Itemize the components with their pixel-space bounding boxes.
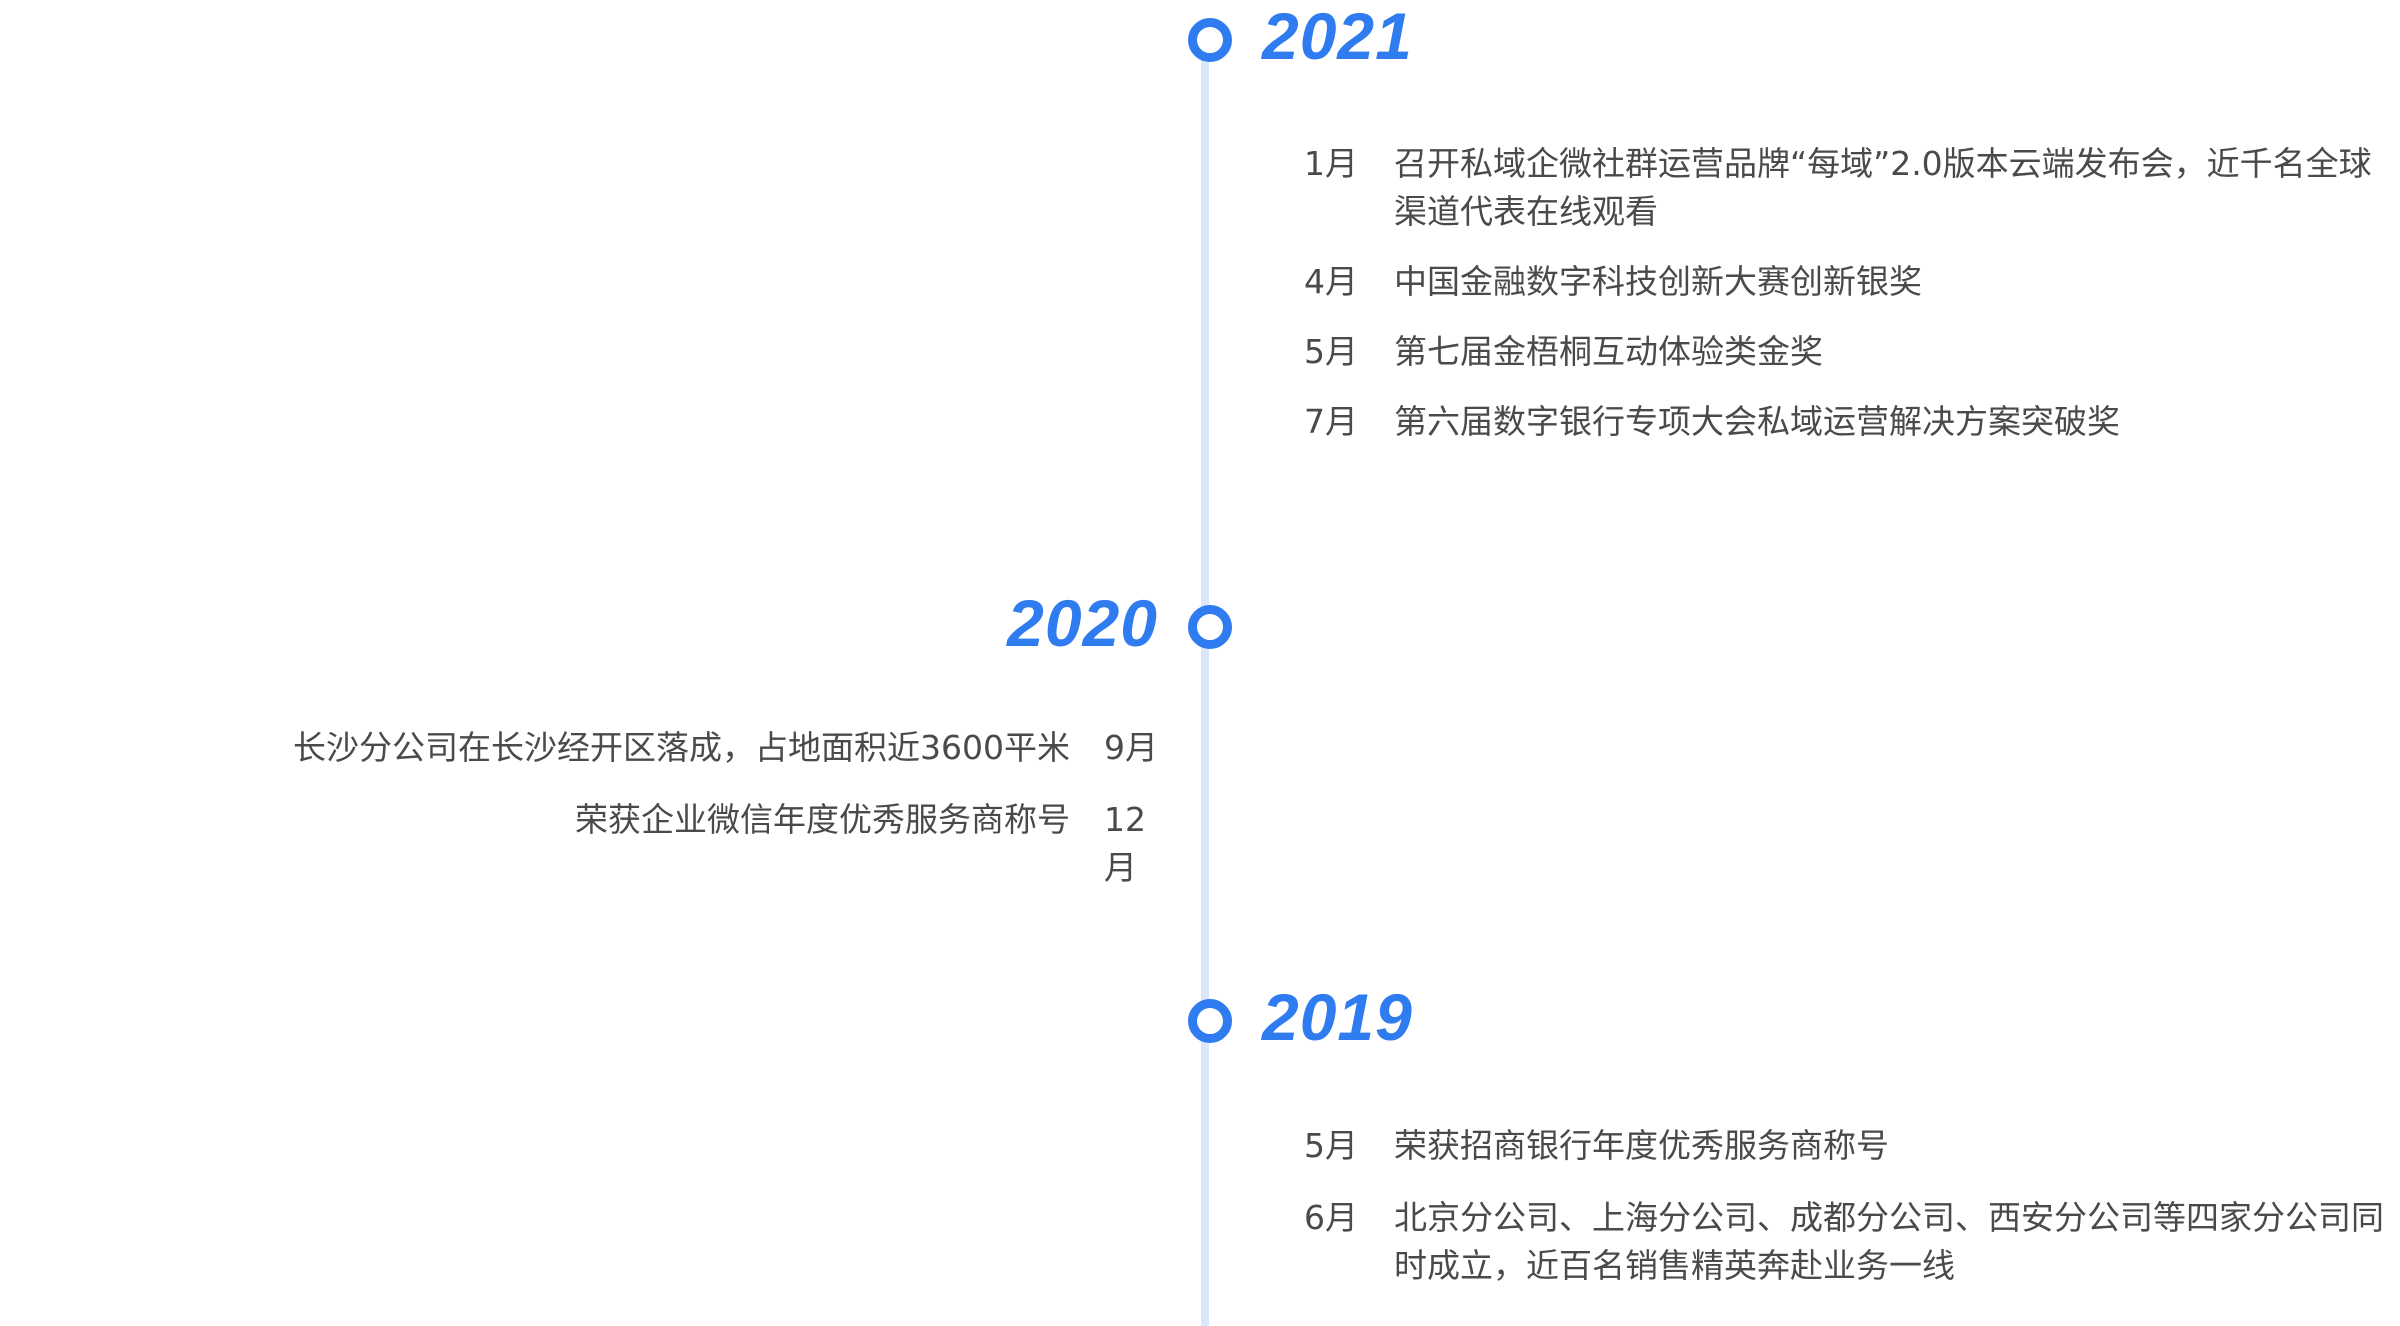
event-2021-may: 5月 第七届金梧桐互动体验类金奖 [1304, 328, 2384, 376]
event-2020-dec: 荣获企业微信年度优秀服务商称号 12月 [575, 796, 1146, 892]
timeline-node-2020 [1188, 605, 1232, 649]
event-text: 北京分公司、上海分公司、成都分公司、西安分公司等四家分公司同时成立，近百名销售精… [1394, 1198, 2384, 1285]
event-month: 9月 [1104, 728, 1158, 767]
event-2020-sep: 长沙分公司在长沙经开区落成，占地面积近3600平米 9月 [293, 724, 1158, 772]
event-month: 12月 [1104, 800, 1146, 887]
event-2019-may: 5月 荣获招商银行年度优秀服务商称号 [1304, 1122, 2384, 1170]
event-month: 5月 [1304, 332, 1358, 371]
event-month: 5月 [1304, 1126, 1358, 1165]
year-heading-2021: 2021 [1262, 0, 1413, 73]
event-month: 1月 [1304, 144, 1358, 183]
event-2021-jan: 1月 召开私域企微社群运营品牌“每域”2.0版本云端发布会，近千名全球渠道代表在… [1304, 140, 2384, 236]
year-heading-2020: 2020 [1007, 586, 1158, 660]
event-month: 7月 [1304, 402, 1358, 441]
event-text: 第六届数字银行专项大会私域运营解决方案突破奖 [1394, 402, 2120, 441]
event-text: 荣获企业微信年度优秀服务商称号 [575, 800, 1070, 839]
timeline-node-2021 [1188, 18, 1232, 62]
event-text: 召开私域企微社群运营品牌“每域”2.0版本云端发布会，近千名全球渠道代表在线观看 [1394, 144, 2372, 231]
timeline-line [1201, 40, 1209, 1326]
event-2021-apr: 4月 中国金融数字科技创新大赛创新银奖 [1304, 258, 2384, 306]
event-2021-jul: 7月 第六届数字银行专项大会私域运营解决方案突破奖 [1304, 398, 2384, 446]
event-text: 中国金融数字科技创新大赛创新银奖 [1394, 262, 1922, 301]
event-2019-jun: 6月 北京分公司、上海分公司、成都分公司、西安分公司等四家分公司同时成立，近百名… [1304, 1194, 2384, 1290]
year-heading-2019: 2019 [1262, 980, 1413, 1054]
event-text: 荣获招商银行年度优秀服务商称号 [1394, 1126, 1889, 1165]
event-month: 6月 [1304, 1198, 1358, 1237]
event-text: 第七届金梧桐互动体验类金奖 [1394, 332, 1823, 371]
timeline-node-2019 [1188, 999, 1232, 1043]
event-month: 4月 [1304, 262, 1358, 301]
event-text: 长沙分公司在长沙经开区落成，占地面积近3600平米 [293, 728, 1070, 767]
